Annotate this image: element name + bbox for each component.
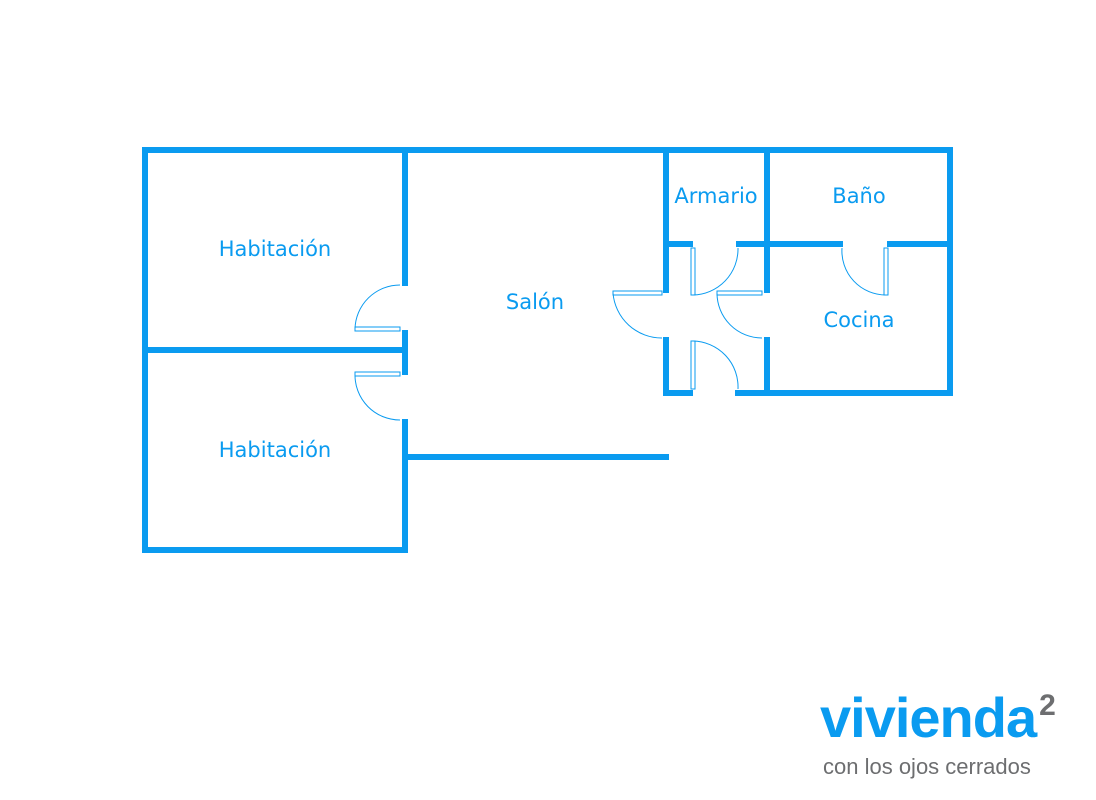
room-label-bano: Baño <box>832 184 885 208</box>
doors <box>354 247 889 421</box>
door-cocina <box>716 290 763 339</box>
door-hall-bottom <box>690 340 739 390</box>
wall-salon-hall <box>663 147 953 396</box>
door-bedroom-upper <box>354 284 401 332</box>
logo-superscript: 2 <box>1039 689 1056 722</box>
logo-brand: vivienda <box>820 686 1037 749</box>
walls <box>142 147 953 553</box>
door-bedroom-lower <box>354 371 401 421</box>
room-label-armario: Armario <box>674 184 757 208</box>
room-label-salon: Salón <box>506 290 564 314</box>
door-armario <box>690 247 739 296</box>
room-label-cocina: Cocina <box>823 308 894 332</box>
room-label-habitacion-upper: Habitación <box>219 237 331 261</box>
door-salon-hall <box>612 290 663 339</box>
wall-left <box>142 147 408 553</box>
door-bano <box>841 247 889 296</box>
room-label-habitacion-lower: Habitación <box>219 438 331 462</box>
logo-tagline: con los ojos cerrados <box>823 754 1031 779</box>
